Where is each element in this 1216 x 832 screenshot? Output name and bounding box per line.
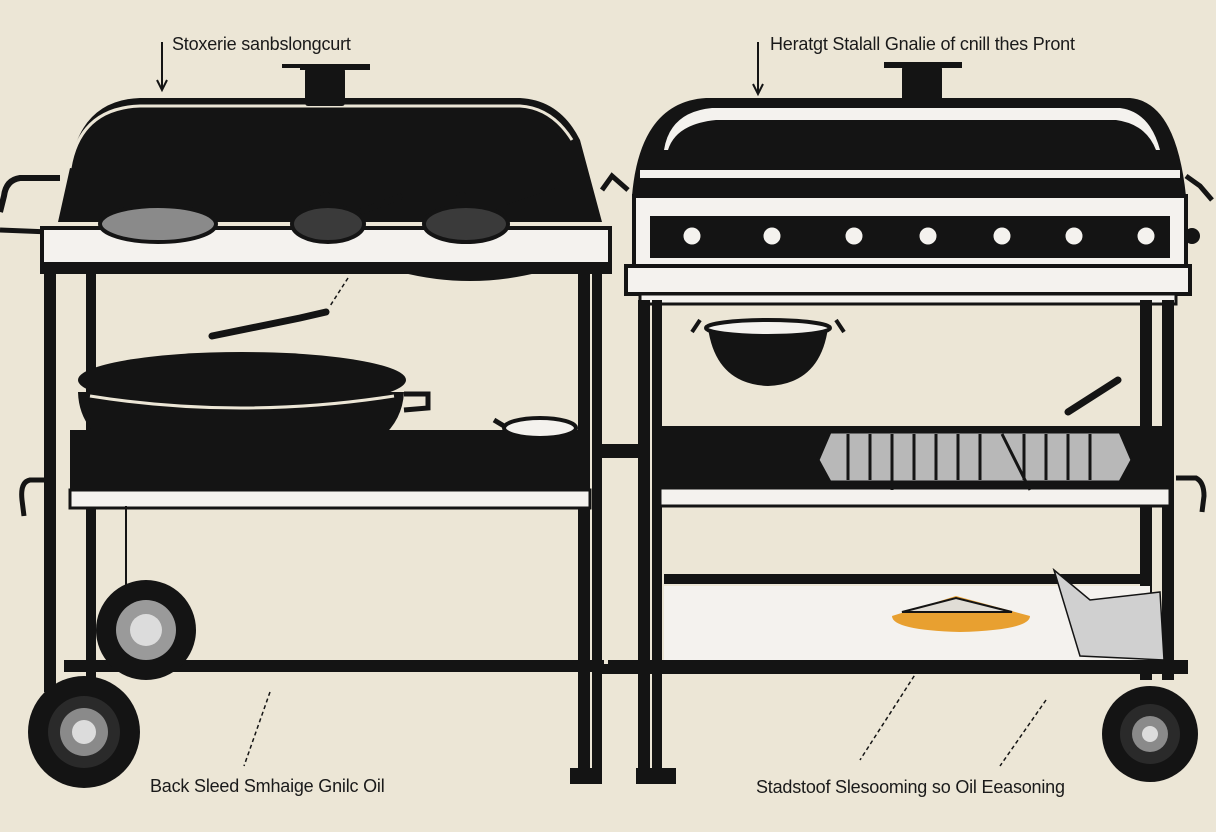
label-bottom-left: Back Sleed Smhaige Gnilc Oil bbox=[150, 776, 385, 796]
right-tongs-icon bbox=[1064, 376, 1122, 416]
left-chimney-icon bbox=[305, 68, 345, 106]
burner-knob-icon bbox=[1134, 224, 1158, 248]
seasoning-dish bbox=[892, 596, 1030, 632]
left-side-handle bbox=[0, 175, 60, 213]
left-frying-pan bbox=[98, 204, 218, 244]
label-bottom-right: Stadstoof Slesooming so Oil Eeasoning bbox=[756, 777, 1065, 797]
left-spatula-icon bbox=[208, 308, 330, 340]
left-saucepan-1 bbox=[290, 204, 366, 244]
left-grill-cart bbox=[0, 42, 612, 788]
right-leg-front bbox=[638, 300, 650, 770]
burner-knob-icon bbox=[990, 224, 1014, 248]
left-lid-handle-bar bbox=[300, 64, 370, 70]
burner-knob-icon bbox=[1062, 224, 1086, 248]
label-top-right: Heratgt Stalall Gnalie of cnill thes Pro… bbox=[770, 34, 1075, 54]
left-small-pot bbox=[502, 416, 578, 440]
burner-knob-icon bbox=[916, 224, 940, 248]
right-griddle-top bbox=[624, 264, 1192, 296]
left-bottom-rail bbox=[64, 660, 604, 672]
right-grill-cart bbox=[599, 42, 1214, 784]
burner-knob-icon bbox=[680, 224, 704, 248]
right-bottom-rail bbox=[608, 660, 1188, 674]
oil-cloth-rag bbox=[1052, 567, 1165, 661]
left-lid-highlight bbox=[68, 104, 574, 169]
right-burner-knobs bbox=[680, 224, 1158, 248]
right-grill-grate bbox=[816, 430, 1134, 491]
label-top-left: Stoxerie sanbslongcurt bbox=[172, 34, 351, 54]
burner-knob-icon bbox=[760, 224, 784, 248]
right-chimney-icon bbox=[902, 66, 942, 104]
burner-knob-icon bbox=[842, 224, 866, 248]
left-leg-front bbox=[44, 272, 56, 692]
right-wok-bowl bbox=[708, 328, 828, 386]
left-grill-lid bbox=[58, 98, 602, 222]
left-saucepan-2 bbox=[422, 204, 510, 244]
left-middle-shelf bbox=[70, 430, 590, 490]
left-leg-rear bbox=[578, 272, 590, 772]
